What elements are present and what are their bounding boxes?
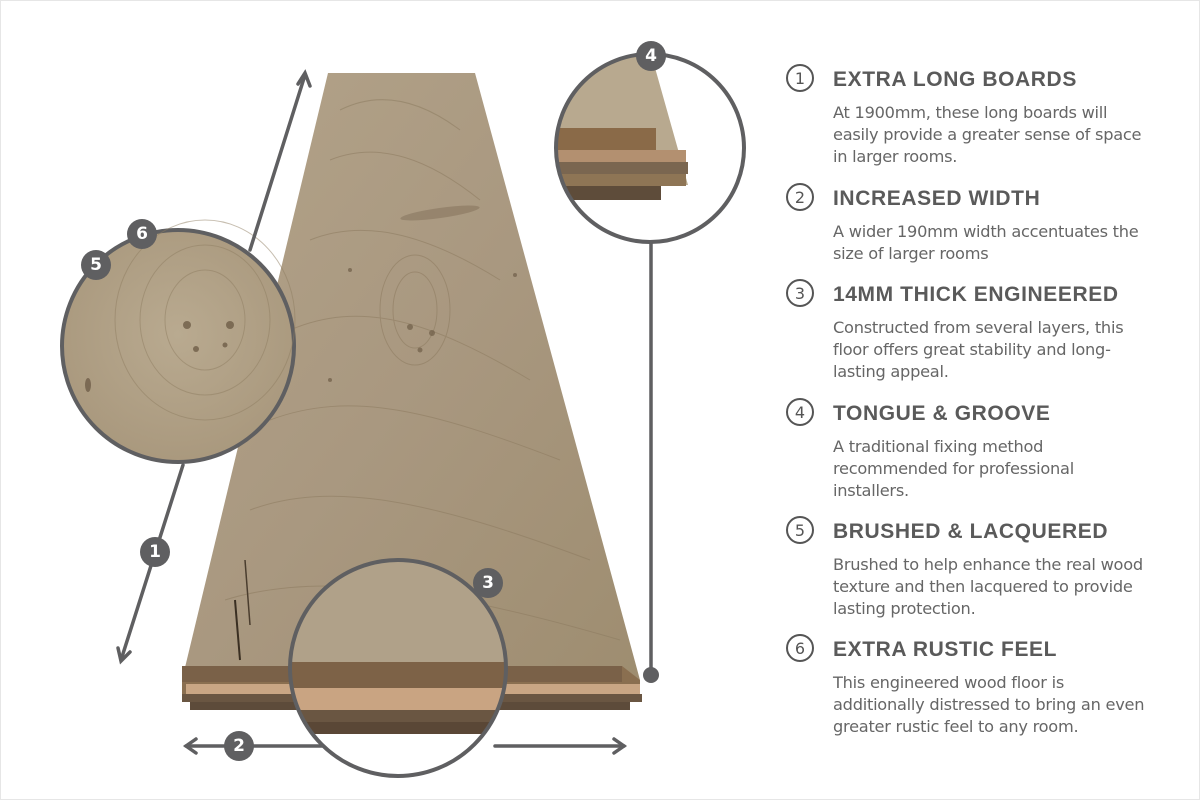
badge-brushed: 5 xyxy=(81,250,111,280)
feature-description: This engineered wood floor is additional… xyxy=(833,673,1145,736)
feature-number-icon: 4 xyxy=(786,398,814,426)
feature-description: A traditional fixing method recommended … xyxy=(833,437,1074,500)
closeup-surface-circle xyxy=(60,219,296,464)
feature-extra-rustic-feel: 6 EXTRA RUSTIC FEEL This engineered wood… xyxy=(786,634,1158,738)
feature-title: 14MM THICK ENGINEERED xyxy=(833,283,1119,306)
badge-length: 1 xyxy=(140,537,170,567)
feature-tongue-and-groove: 4 TONGUE & GROOVE A traditional fixing m… xyxy=(786,398,1113,502)
feature-14mm-thick-engineered: 3 14MM THICK ENGINEERED Constructed from… xyxy=(786,279,1153,383)
feature-description: At 1900mm, these long boards will easily… xyxy=(833,103,1142,166)
badge-width: 2 xyxy=(224,731,254,761)
badge-thickness: 3 xyxy=(473,568,503,598)
feature-number-icon: 3 xyxy=(786,279,814,307)
badge-rustic: 6 xyxy=(127,219,157,249)
feature-number-icon: 6 xyxy=(786,634,814,662)
feature-number-icon: 1 xyxy=(786,64,814,92)
closeup-tongue-groove-circle xyxy=(554,52,746,244)
feature-title: EXTRA LONG BOARDS xyxy=(833,68,1077,91)
width-arrow xyxy=(182,737,628,755)
badge-tongue-groove: 4 xyxy=(636,41,666,71)
feature-title: INCREASED WIDTH xyxy=(833,187,1041,210)
feature-title: BRUSHED & LACQUERED xyxy=(833,520,1109,543)
feature-number-icon: 2 xyxy=(786,183,814,211)
feature-description: A wider 190mm width accentuates the size… xyxy=(833,222,1139,263)
feature-number-icon: 5 xyxy=(786,516,814,544)
feature-title: TONGUE & GROOVE xyxy=(833,402,1051,425)
feature-title: EXTRA RUSTIC FEEL xyxy=(833,638,1058,661)
feature-description: Brushed to help enhance the real wood te… xyxy=(833,555,1143,618)
feature-extra-long-boards: 1 EXTRA LONG BOARDS At 1900mm, these lon… xyxy=(786,64,1153,168)
feature-description: Constructed from several layers, this fl… xyxy=(833,318,1124,381)
feature-increased-width: 2 INCREASED WIDTH A wider 190mm width ac… xyxy=(786,183,1153,265)
tongue-groove-pointer xyxy=(643,242,659,683)
feature-brushed-and-lacquered: 5 BRUSHED & LACQUERED Brushed to help en… xyxy=(786,516,1158,620)
